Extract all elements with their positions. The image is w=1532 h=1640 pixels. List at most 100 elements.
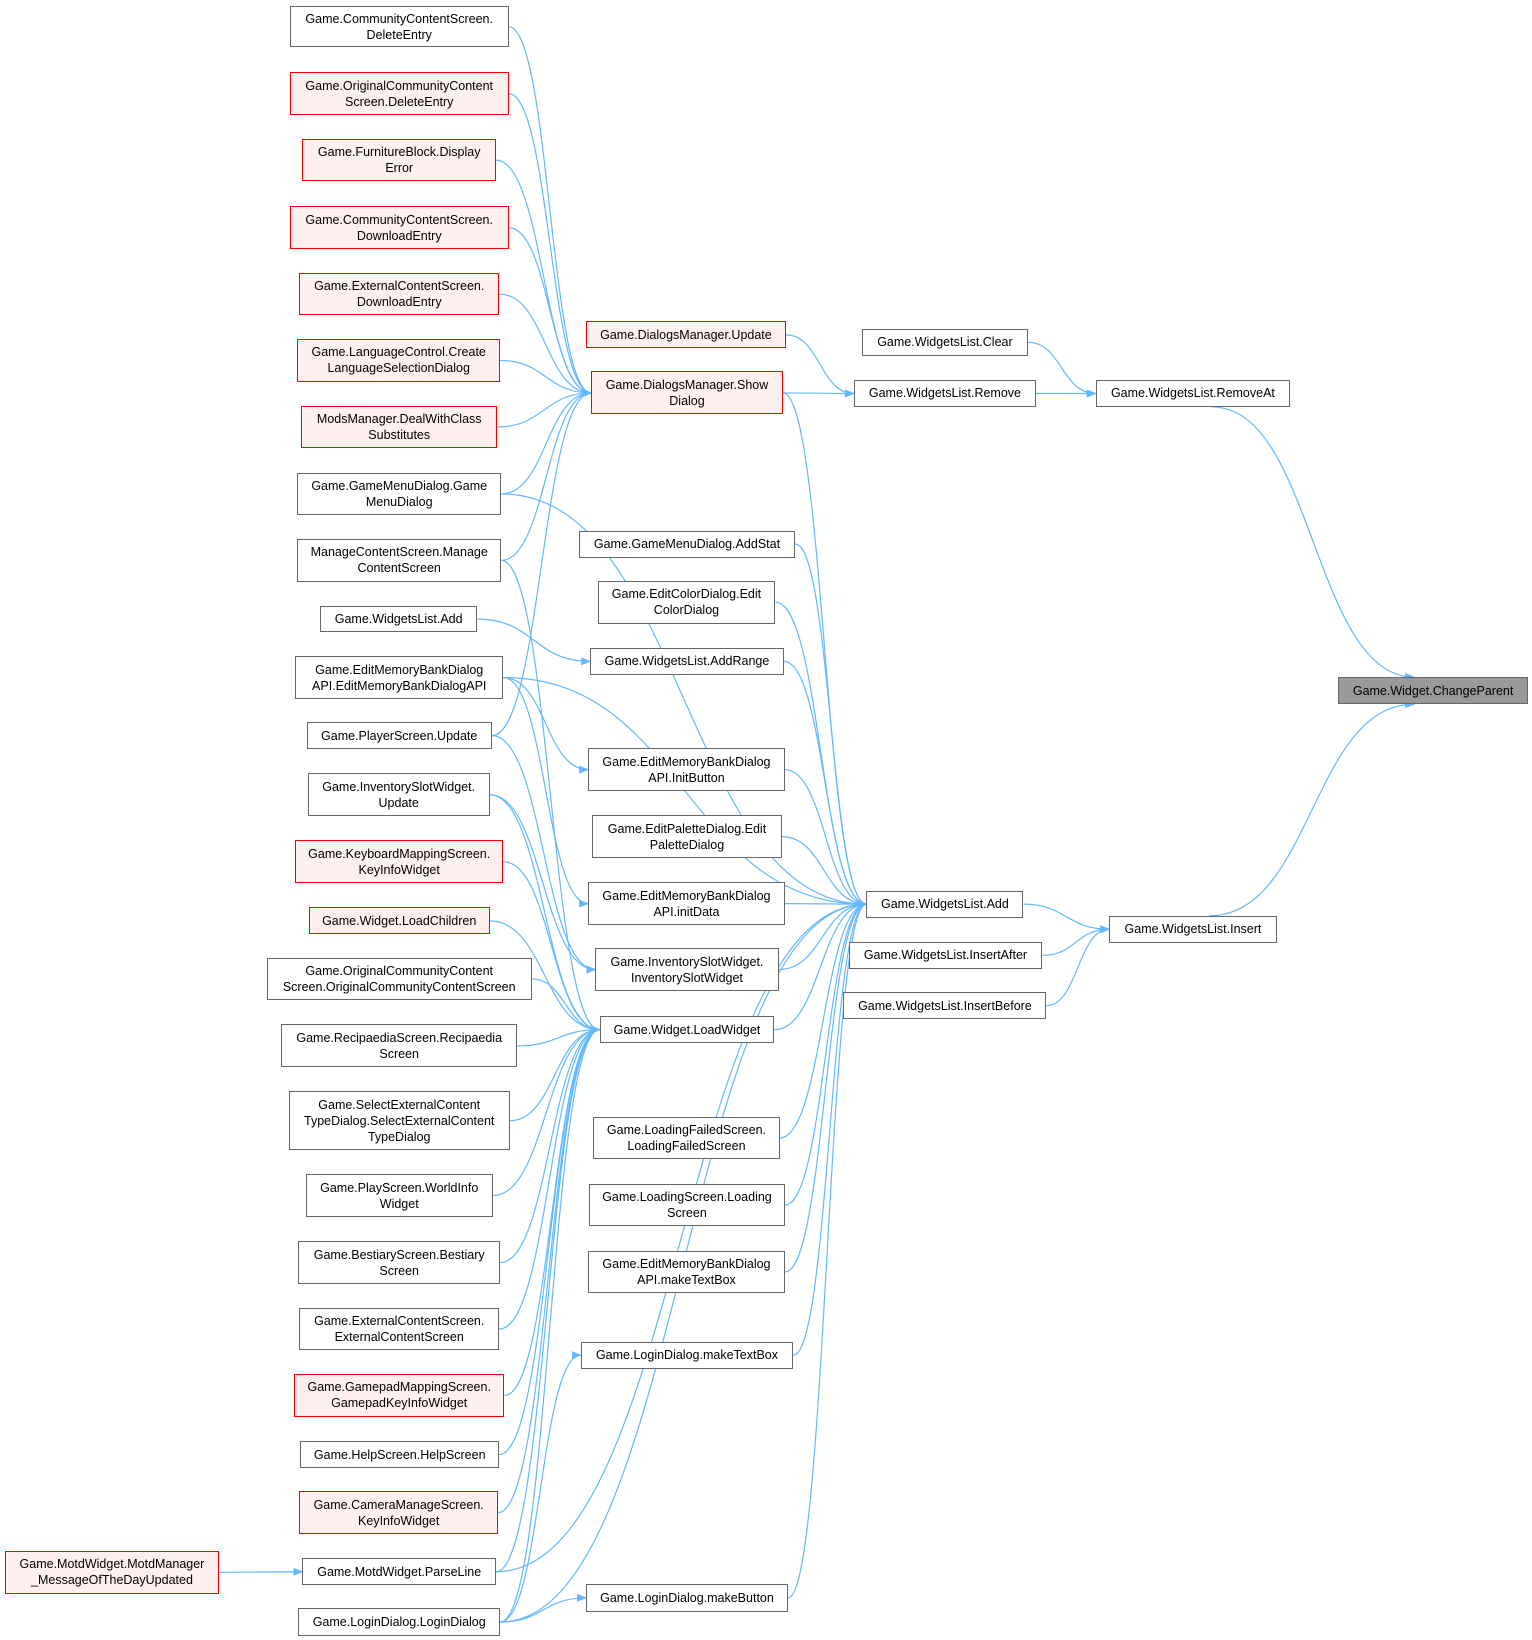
edge-ecs-ctor-to-w-loadwidget (499, 1025, 601, 1330)
node-embd-initbtn[interactable]: Game.EditMemoryBankDialog API.InitButton (588, 748, 785, 792)
edge-login-textbox-to-wl-add (793, 900, 868, 1356)
node-label: Game.WidgetsList.AddRange (604, 654, 770, 669)
node-login-ctor[interactable]: Game.LoginDialog.LoginDialog (298, 1608, 501, 1636)
node-label: Game.WidgetsList.InsertAfter (863, 948, 1028, 963)
node-label: Game.LoginDialog.makeTextBox (595, 1348, 778, 1363)
node-gmd-ctor[interactable]: Game.GameMenuDialog.Game MenuDialog (297, 472, 502, 515)
node-player-upd[interactable]: Game.PlayerScreen.Update (306, 722, 492, 750)
edge-isw-ctor-to-wl-add (778, 900, 868, 971)
node-cms-kiw[interactable]: Game.CameraManageScreen. KeyInfoWidget (299, 1491, 499, 1535)
node-label: Game.GamepadMappingScreen. GamepadKeyInf… (307, 1380, 491, 1411)
node-dm-show[interactable]: Game.DialogsManager.Show Dialog (591, 371, 783, 415)
node-label: Game.WidgetsList.RemoveAt (1110, 386, 1275, 401)
node-play-wiw[interactable]: Game.PlayScreen.WorldInfo Widget (305, 1174, 493, 1217)
node-lfs-ctor[interactable]: Game.LoadingFailedScreen. LoadingFailedS… (593, 1116, 780, 1160)
node-label: Game.MotdWidget.MotdManager _MessageOfTh… (19, 1557, 205, 1588)
node-wl-removeat[interactable]: Game.WidgetsList.RemoveAt (1095, 379, 1291, 408)
edge-wl-clear-to-wl-removeat (1027, 341, 1097, 398)
node-kms-kiw[interactable]: Game.KeyboardMappingScreen. KeyInfoWidge… (295, 840, 504, 884)
node-label: Game.InventorySlotWidget. Update (322, 779, 476, 810)
node-occs-ctor[interactable]: Game.OriginalCommunityContent Screen.Ori… (266, 957, 532, 1001)
edge-gmd-ctor-to-wl-add (501, 493, 868, 909)
node-mcs-ctor[interactable]: ManageContentScreen.Manage ContentScreen (297, 538, 502, 582)
node-w-loadwidget[interactable]: Game.Widget.LoadWidget (599, 1016, 775, 1044)
node-w-changeparent[interactable]: Game.Widget.ChangeParent (1338, 677, 1528, 705)
node-embd-textbox[interactable]: Game.EditMemoryBankDialog API.makeTextBo… (588, 1250, 785, 1294)
node-ecs-ctor[interactable]: Game.ExternalContentScreen. ExternalCont… (299, 1308, 500, 1350)
node-label: Game.Widget.LoadChildren (322, 913, 477, 928)
node-best-ctor[interactable]: Game.BestiaryScreen.Bestiary Screen (298, 1241, 501, 1284)
edge-embd-ctor-to-embd-initbtn (503, 676, 590, 774)
edge-wl-addrange-to-wl-add (783, 660, 868, 909)
node-wl-remove[interactable]: Game.WidgetsList.Remove (853, 379, 1036, 408)
node-label: Game.LoadingFailedScreen. LoadingFailedS… (606, 1122, 767, 1153)
node-label: Game.ExternalContentScreen. ExternalCont… (314, 1313, 485, 1344)
node-ccs-delete[interactable]: Game.CommunityContentScreen. DeleteEntry (289, 6, 509, 48)
node-mods-mgr[interactable]: ModsManager.DealWithClass Substitutes (301, 406, 498, 448)
node-isw-upd[interactable]: Game.InventorySlotWidget. Update (307, 773, 490, 817)
node-recip-ctor[interactable]: Game.RecipaediaScreen.Recipaedia Screen (281, 1024, 517, 1068)
node-label: Game.OriginalCommunityContent Screen.Ori… (282, 963, 516, 994)
node-embd-ctor[interactable]: Game.EditMemoryBankDialog API.EditMemory… (295, 656, 504, 699)
edge-best-ctor-to-w-loadwidget (500, 1025, 601, 1264)
edge-lang-ctrl-to-dm-show (500, 359, 593, 397)
edge-mcs-ctor-to-w-loadwidget (501, 559, 601, 1034)
node-sectd-ctor[interactable]: Game.SelectExternalContent TypeDialog.Se… (288, 1091, 510, 1151)
edge-occs-delete-to-dm-show (508, 93, 593, 397)
node-ls-ctor[interactable]: Game.LoadingScreen.Loading Screen (589, 1183, 785, 1227)
node-lang-ctrl[interactable]: Game.LanguageControl.Create LanguageSele… (297, 339, 501, 382)
node-embd-initdata[interactable]: Game.EditMemoryBankDialog API.initData (588, 882, 785, 926)
edge-isw-upd-to-isw-ctor (489, 794, 597, 974)
node-wl-clear[interactable]: Game.WidgetsList.Clear (862, 328, 1028, 356)
node-epd-ctor[interactable]: Game.EditPaletteDialog.Edit PaletteDialo… (592, 815, 782, 859)
node-label: Game.OriginalCommunityContent Screen.Del… (305, 78, 493, 109)
node-label: Game.EditPaletteDialog.Edit PaletteDialo… (607, 821, 767, 852)
node-wl-add[interactable]: Game.WidgetsList.Add (866, 890, 1024, 918)
edge-wl-insertafter-to-wl-insert (1042, 925, 1111, 957)
node-label: ModsManager.DealWithClass Substitutes (316, 411, 482, 442)
edge-wl-insert-to-w-changeparent (1209, 700, 1416, 917)
edge-w-loadchildren-to-w-loadwidget (489, 920, 601, 1034)
edge-wl-removeat-to-w-changeparent (1212, 406, 1416, 682)
node-login-textbox[interactable]: Game.LoginDialog.makeTextBox (580, 1341, 794, 1369)
node-label: Game.LoadingScreen.Loading Screen (602, 1189, 772, 1220)
edge-ccs-download-to-dm-show (508, 227, 593, 397)
node-ecs-download[interactable]: Game.ExternalContentScreen. DownloadEntr… (299, 273, 500, 315)
node-motd-mgr[interactable]: Game.MotdWidget.MotdManager _MessageOfTh… (5, 1550, 219, 1594)
edge-dm-update-to-wl-remove (785, 334, 855, 398)
node-label: Game.WidgetsList.Insert (1124, 922, 1262, 937)
node-motd-parse[interactable]: Game.MotdWidget.ParseLine (302, 1558, 496, 1586)
node-label: Game.ExternalContentScreen. DownloadEntr… (314, 279, 485, 310)
node-ccs-download[interactable]: Game.CommunityContentScreen. DownloadEnt… (289, 206, 509, 250)
node-help-ctor[interactable]: Game.HelpScreen.HelpScreen (300, 1440, 500, 1469)
edge-epd-ctor-to-wl-add (781, 836, 868, 909)
node-dm-update[interactable]: Game.DialogsManager.Update (586, 321, 786, 349)
node-wl-insertafter[interactable]: Game.WidgetsList.InsertAfter (848, 941, 1043, 969)
node-gms-kiw[interactable]: Game.GamepadMappingScreen. GamepadKeyInf… (294, 1373, 505, 1417)
node-wl-add-left[interactable]: Game.WidgetsList.Add (320, 605, 478, 633)
node-label: Game.GameMenuDialog.AddStat (593, 537, 781, 552)
node-wl-insertbefore[interactable]: Game.WidgetsList.InsertBefore (843, 992, 1047, 1020)
node-label: Game.WidgetsList.Clear (877, 335, 1013, 350)
node-furn-err[interactable]: Game.FurnitureBlock.Display Error (302, 139, 496, 182)
node-login-button[interactable]: Game.LoginDialog.makeButton (586, 1584, 788, 1612)
node-occs-delete[interactable]: Game.OriginalCommunityContent Screen.Del… (289, 72, 509, 116)
node-wl-insert[interactable]: Game.WidgetsList.Insert (1109, 915, 1277, 943)
node-label: Game.Widget.ChangeParent (1352, 683, 1514, 698)
edge-ecd-ctor-to-wl-add (775, 601, 868, 909)
node-label: Game.DialogsManager.Show Dialog (605, 377, 769, 408)
node-label: Game.LoginDialog.makeButton (600, 1590, 774, 1605)
node-label: Game.LanguageControl.Create LanguageSele… (311, 345, 486, 376)
edge-sectd-ctor-to-w-loadwidget (509, 1025, 601, 1122)
edge-help-ctor-to-w-loadwidget (499, 1025, 601, 1456)
node-w-loadchildren[interactable]: Game.Widget.LoadChildren (308, 907, 490, 935)
edge-embd-ctor-to-embd-initdata (503, 676, 590, 908)
edge-occs-ctor-to-w-loadwidget (531, 978, 601, 1034)
node-isw-ctor[interactable]: Game.InventorySlotWidget. InventorySlotW… (595, 948, 779, 991)
node-label: Game.CameraManageScreen. KeyInfoWidget (313, 1497, 484, 1528)
node-gmd-addstat[interactable]: Game.GameMenuDialog.AddStat (578, 530, 796, 558)
node-ecd-ctor[interactable]: Game.EditColorDialog.Edit ColorDialog (597, 580, 776, 624)
node-wl-addrange[interactable]: Game.WidgetsList.AddRange (590, 647, 784, 675)
node-label: Game.InventorySlotWidget. InventorySlotW… (610, 954, 764, 985)
